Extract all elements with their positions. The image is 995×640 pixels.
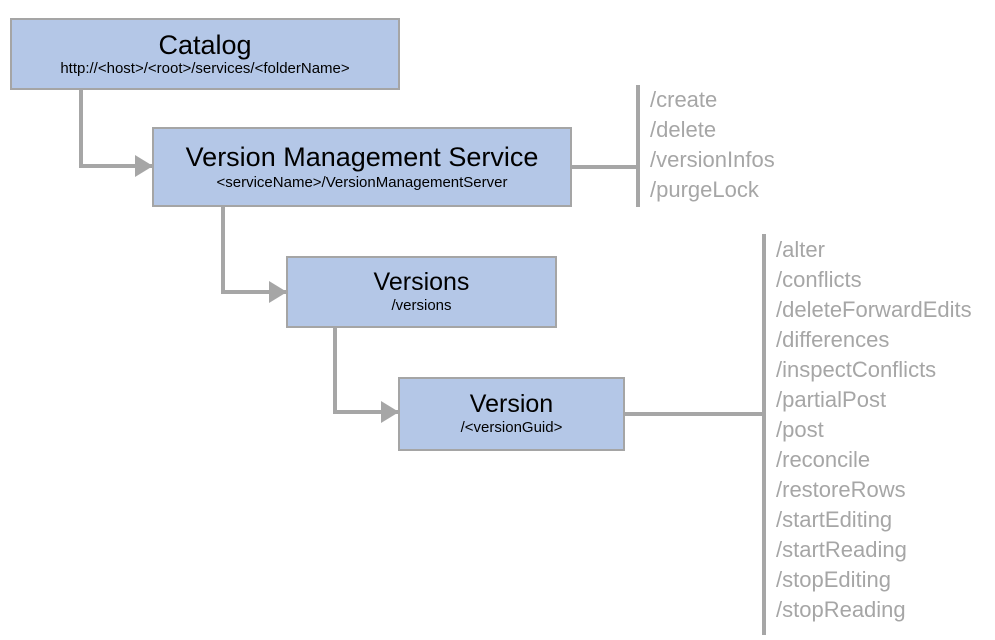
operation-item: /deleteForwardEdits (776, 297, 972, 322)
operation-item: /purgeLock (650, 177, 759, 202)
operation-item: /versionInfos (650, 147, 775, 172)
node-version[interactable]: Version /<versionGuid> (398, 377, 625, 451)
operation-item: /stopReading (776, 597, 906, 622)
node-catalog-subtitle: http://<host>/<root>/services/<folderNam… (60, 59, 350, 77)
connector-catalog-to-service-vertical (79, 90, 83, 168)
arrowhead-catalog-to-service (135, 155, 153, 177)
arrowhead-service-to-versions (269, 281, 287, 303)
node-version-management-service-title: Version Management Service (185, 141, 539, 172)
arrowhead-versions-to-version (381, 401, 399, 423)
bracket-service-operations (636, 85, 640, 207)
version-operations-list: /alter/conflicts/deleteForwardEdits/diff… (776, 235, 972, 625)
node-catalog[interactable]: Catalog http://<host>/<root>/services/<f… (10, 18, 400, 90)
node-versions[interactable]: Versions /versions (286, 256, 557, 328)
connector-version-to-operations (625, 412, 765, 416)
operation-item: /startReading (776, 537, 907, 562)
node-versions-title: Versions (373, 268, 470, 297)
node-version-title: Version (469, 390, 554, 419)
operation-item: /reconcile (776, 447, 871, 472)
node-version-management-service[interactable]: Version Management Service <serviceName>… (152, 127, 572, 207)
operation-item: /differences (776, 327, 890, 352)
node-catalog-title: Catalog (158, 29, 252, 60)
service-operations-list: /create/delete/versionInfos/purgeLock (650, 85, 775, 205)
operation-item: /post (776, 417, 824, 442)
connector-versions-to-version-vertical (333, 328, 337, 414)
operation-item: /delete (650, 117, 717, 142)
operation-item: /restoreRows (776, 477, 906, 502)
operation-item: /conflicts (776, 267, 862, 292)
bracket-version-operations (762, 234, 766, 635)
node-version-subtitle: /<versionGuid> (460, 419, 563, 437)
connector-service-to-operations (572, 165, 640, 169)
operation-item: /create (650, 87, 718, 112)
operation-item: /startEditing (776, 507, 893, 532)
operation-item: /inspectConflicts (776, 357, 937, 382)
node-version-management-service-subtitle: <serviceName>/VersionManagementServer (216, 173, 508, 191)
operation-item: /alter (776, 237, 825, 262)
connector-service-to-versions-vertical (221, 207, 225, 294)
operation-item: /stopEditing (776, 567, 891, 592)
operation-item: /partialPost (776, 387, 887, 412)
node-versions-subtitle: /versions (391, 297, 452, 315)
